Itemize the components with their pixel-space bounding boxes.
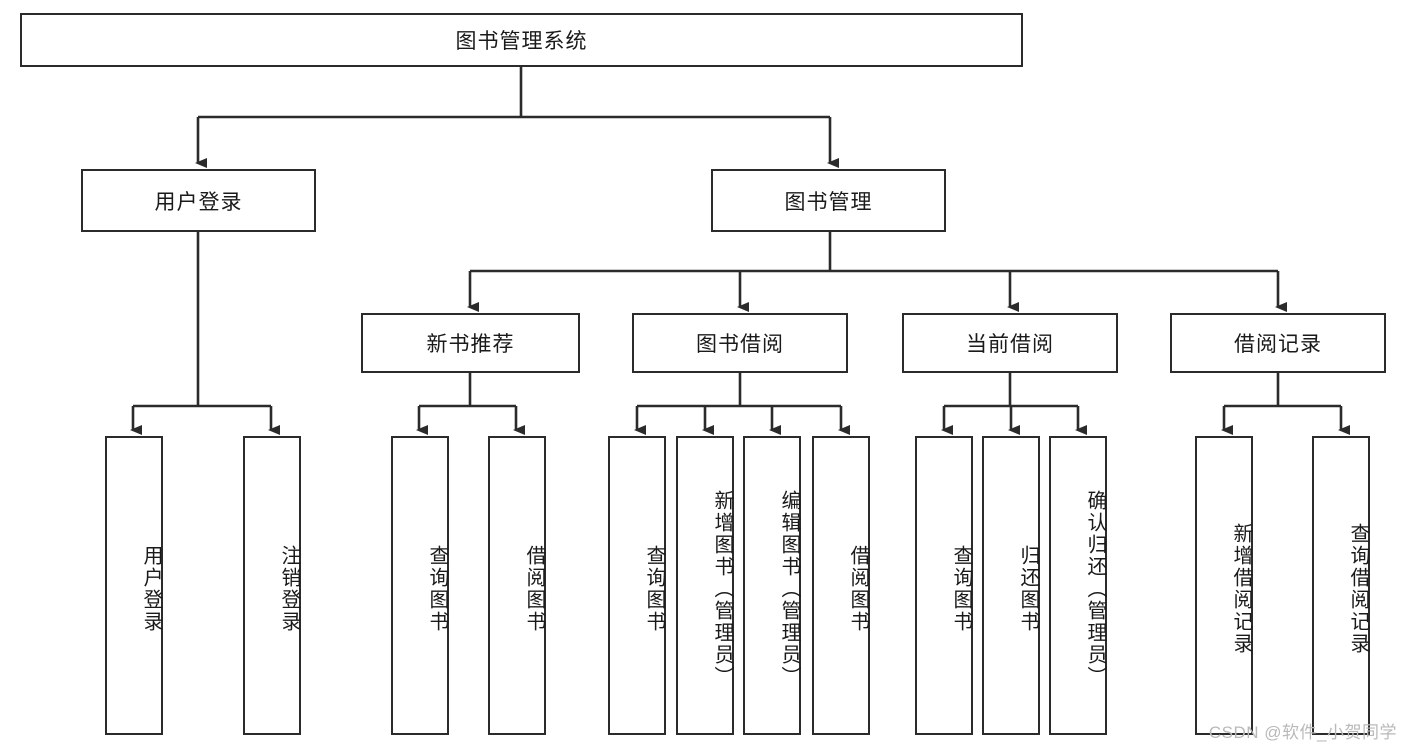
node-label: 当前借阅	[966, 333, 1054, 356]
node-label: 借阅图书	[523, 544, 545, 633]
node-label: 查询借阅记录	[1347, 522, 1369, 655]
node-label: 新增借阅记录	[1230, 522, 1252, 655]
node-book-borrowing[interactable]: 图书借阅	[632, 313, 848, 373]
leaf-borrow-book-new[interactable]: 借阅图书	[488, 436, 546, 735]
node-label: 新增图书（管理员）	[711, 489, 733, 688]
node-label: 用户登录	[140, 544, 162, 633]
leaf-return-book[interactable]: 归还图书	[982, 436, 1040, 735]
node-new-book-recommendation[interactable]: 新书推荐	[361, 313, 580, 373]
leaf-query-borrow-record[interactable]: 查询借阅记录	[1312, 436, 1370, 735]
leaf-query-book-current[interactable]: 查询图书	[915, 436, 973, 735]
node-borrow-records[interactable]: 借阅记录	[1170, 313, 1386, 373]
node-label: 查询图书	[426, 544, 448, 633]
node-user-login[interactable]: 用户登录	[81, 169, 316, 232]
leaf-logout[interactable]: 注销登录	[243, 436, 301, 735]
node-label: 查询图书	[643, 544, 665, 633]
node-label: 用户登录	[154, 190, 243, 214]
leaf-user-login[interactable]: 用户登录	[105, 436, 163, 735]
node-label: 注销登录	[278, 544, 300, 633]
watermark-text: CSDN @软件_小贺同学	[1208, 723, 1397, 742]
node-label: 查询图书	[950, 544, 972, 633]
node-root-book-management-system[interactable]: 图书管理系统	[20, 13, 1023, 67]
leaf-add-book-admin[interactable]: 新增图书（管理员）	[676, 436, 734, 735]
leaf-edit-book-admin[interactable]: 编辑图书（管理员）	[743, 436, 801, 735]
leaf-confirm-return-admin[interactable]: 确认归还（管理员）	[1049, 436, 1107, 735]
node-label: 归还图书	[1017, 544, 1039, 633]
node-label: 新书推荐	[426, 333, 515, 356]
node-book-management[interactable]: 图书管理	[711, 169, 946, 232]
leaf-query-book-new[interactable]: 查询图书	[391, 436, 449, 735]
node-current-borrowing[interactable]: 当前借阅	[902, 313, 1118, 373]
node-label: 图书借阅	[696, 333, 784, 356]
node-label: 借阅记录	[1234, 333, 1322, 356]
node-label: 编辑图书（管理员）	[778, 489, 800, 688]
node-label: 确认归还（管理员）	[1084, 489, 1106, 688]
node-label: 图书管理系统	[455, 30, 588, 53]
node-label: 图书管理	[784, 190, 873, 214]
leaf-borrow-book[interactable]: 借阅图书	[812, 436, 870, 735]
node-label: 借阅图书	[847, 544, 869, 633]
leaf-add-borrow-record[interactable]: 新增借阅记录	[1195, 436, 1253, 735]
leaf-query-book-borrow[interactable]: 查询图书	[608, 436, 666, 735]
